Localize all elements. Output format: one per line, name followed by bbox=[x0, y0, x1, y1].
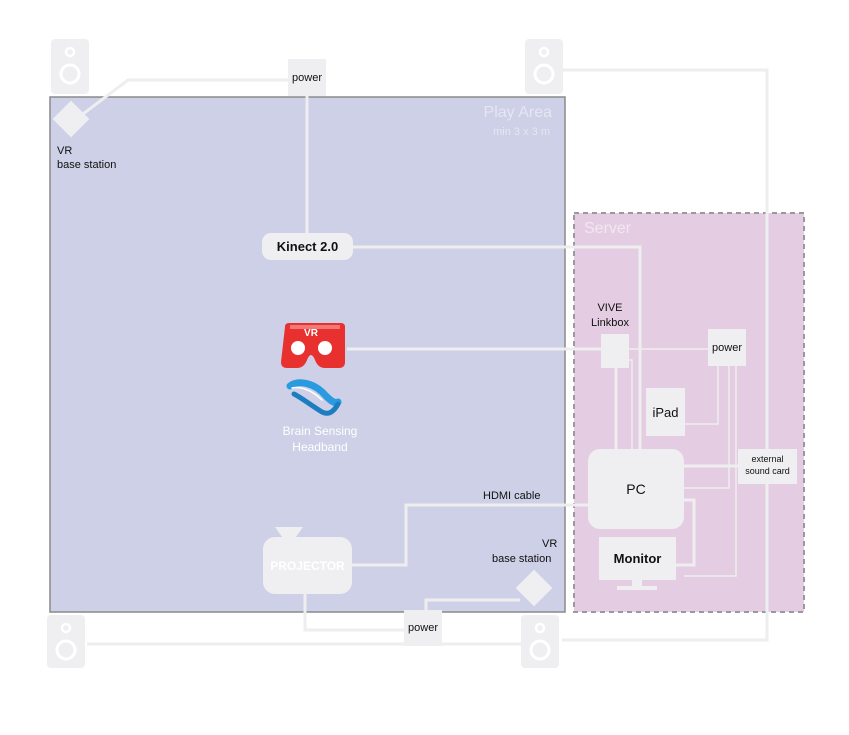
sound-card-label-line1: external bbox=[751, 454, 784, 464]
ipad-label: iPad bbox=[652, 404, 679, 420]
vr-base-top-label-line1: VR bbox=[57, 145, 73, 157]
vr-base-station-bottom-icon bbox=[515, 569, 553, 607]
headband-label-line2: Headband bbox=[292, 440, 348, 454]
projector-label: PROJECTOR bbox=[270, 558, 345, 573]
speaker-bottom-right bbox=[521, 615, 559, 668]
vr-base-top-label-line2: base station bbox=[57, 159, 117, 171]
power-bottom-label: power bbox=[408, 622, 438, 634]
speaker-top-left bbox=[51, 39, 89, 94]
monitor-stand bbox=[632, 580, 642, 586]
hdmi-label: HDMI cable bbox=[483, 490, 541, 502]
speaker-bottom-left bbox=[47, 615, 85, 668]
headband-label-line1: Brain Sensing bbox=[282, 424, 358, 438]
linkbox-box bbox=[601, 334, 629, 368]
vr-base-bottom-label-line1: VR bbox=[542, 538, 558, 550]
monitor-label: Monitor bbox=[613, 551, 662, 566]
power-top-box bbox=[288, 59, 326, 96]
projector-icon bbox=[263, 527, 352, 594]
vr-headset-label: VR bbox=[304, 327, 318, 339]
monitor-base bbox=[617, 586, 657, 590]
play-area-title: Play Area bbox=[483, 104, 552, 121]
speaker-top-right bbox=[525, 39, 563, 94]
server-title: Server bbox=[584, 220, 632, 237]
vr-base-station-top-icon bbox=[52, 100, 90, 138]
pc-box bbox=[588, 449, 684, 529]
play-area-subtitle: min 3 x 3 m bbox=[493, 126, 550, 138]
vive-label-line2: Linkbox bbox=[591, 317, 629, 329]
sound-card-box bbox=[738, 449, 797, 484]
kinect-label: Kinect 2.0 bbox=[276, 239, 339, 254]
ipad-box bbox=[646, 388, 685, 436]
vr-base-bottom-label-line2: base station bbox=[492, 553, 552, 565]
wires bbox=[74, 68, 769, 646]
kinect-box bbox=[262, 233, 353, 260]
vr-headset-icon bbox=[281, 323, 345, 368]
power-server-box bbox=[708, 329, 746, 366]
vive-label-line1: VIVE bbox=[597, 302, 623, 314]
power-server-label: power bbox=[712, 341, 742, 354]
sound-card-label-line2: sound card bbox=[745, 466, 790, 476]
headband-icon bbox=[286, 379, 342, 416]
power-bottom-box bbox=[404, 610, 442, 646]
power-top-label: power bbox=[292, 71, 322, 84]
pc-label: PC bbox=[626, 481, 646, 497]
monitor-box bbox=[599, 537, 676, 580]
